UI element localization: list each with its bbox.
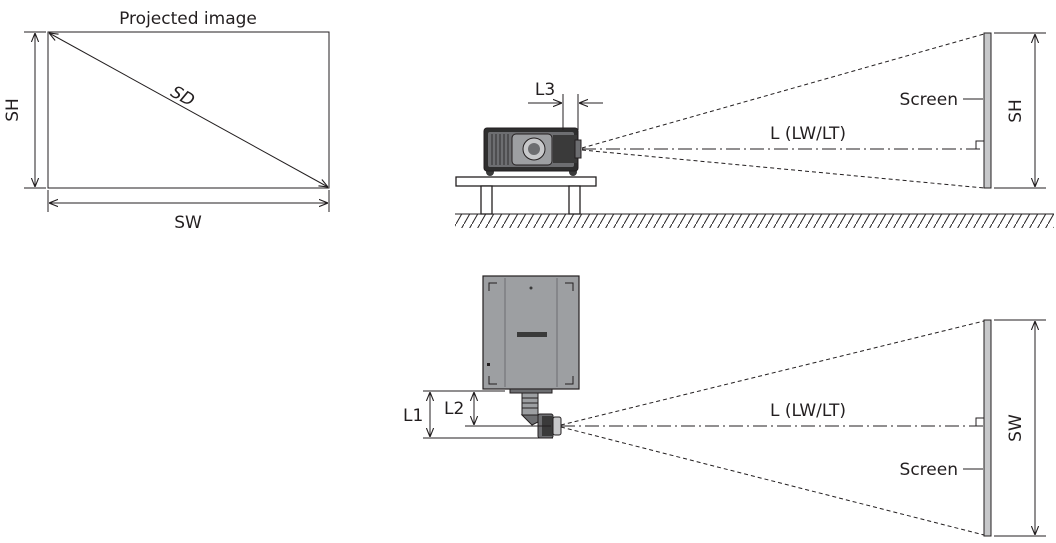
sd-diagonal-arrow: [49, 33, 328, 187]
projector-side-view: [483, 127, 582, 176]
sh-label-right: SH: [1006, 99, 1026, 123]
projected-image-title: Projected image: [119, 9, 257, 29]
projector-top-view: [482, 275, 580, 394]
side-screen-label: Screen: [900, 90, 958, 110]
sh-label-left: SH: [3, 98, 23, 122]
top-throw-distance-label: L (LW/LT): [770, 401, 846, 421]
top-cone-top: [560, 320, 985, 426]
side-view: L3 L (LW/LT) Screen SH: [455, 32, 1054, 228]
top-view: L1 L2 L (LW/LT) Screen SW: [403, 275, 1046, 537]
side-screen: [983, 32, 992, 189]
sw-label-top: SW: [174, 213, 202, 233]
sd-label: SD: [167, 82, 198, 111]
projector-lens: [520, 392, 562, 439]
l1-label: L1: [403, 406, 423, 426]
l3-label: L3: [535, 80, 555, 100]
top-screen: [983, 319, 992, 537]
top-right-angle-mark: [975, 417, 984, 426]
table: [455, 176, 597, 215]
l2-label: L2: [444, 399, 464, 419]
side-right-angle-mark: [975, 140, 984, 149]
projected-image-panel: Projected image SD SH SW: [3, 9, 330, 233]
top-screen-label: Screen: [900, 460, 958, 480]
side-cone-bottom: [581, 149, 985, 189]
top-cone-bottom: [560, 426, 985, 536]
floor-hatching: [455, 214, 1054, 228]
side-throw-distance-label: L (LW/LT): [770, 124, 846, 144]
sw-label-right: SW: [1006, 414, 1026, 442]
